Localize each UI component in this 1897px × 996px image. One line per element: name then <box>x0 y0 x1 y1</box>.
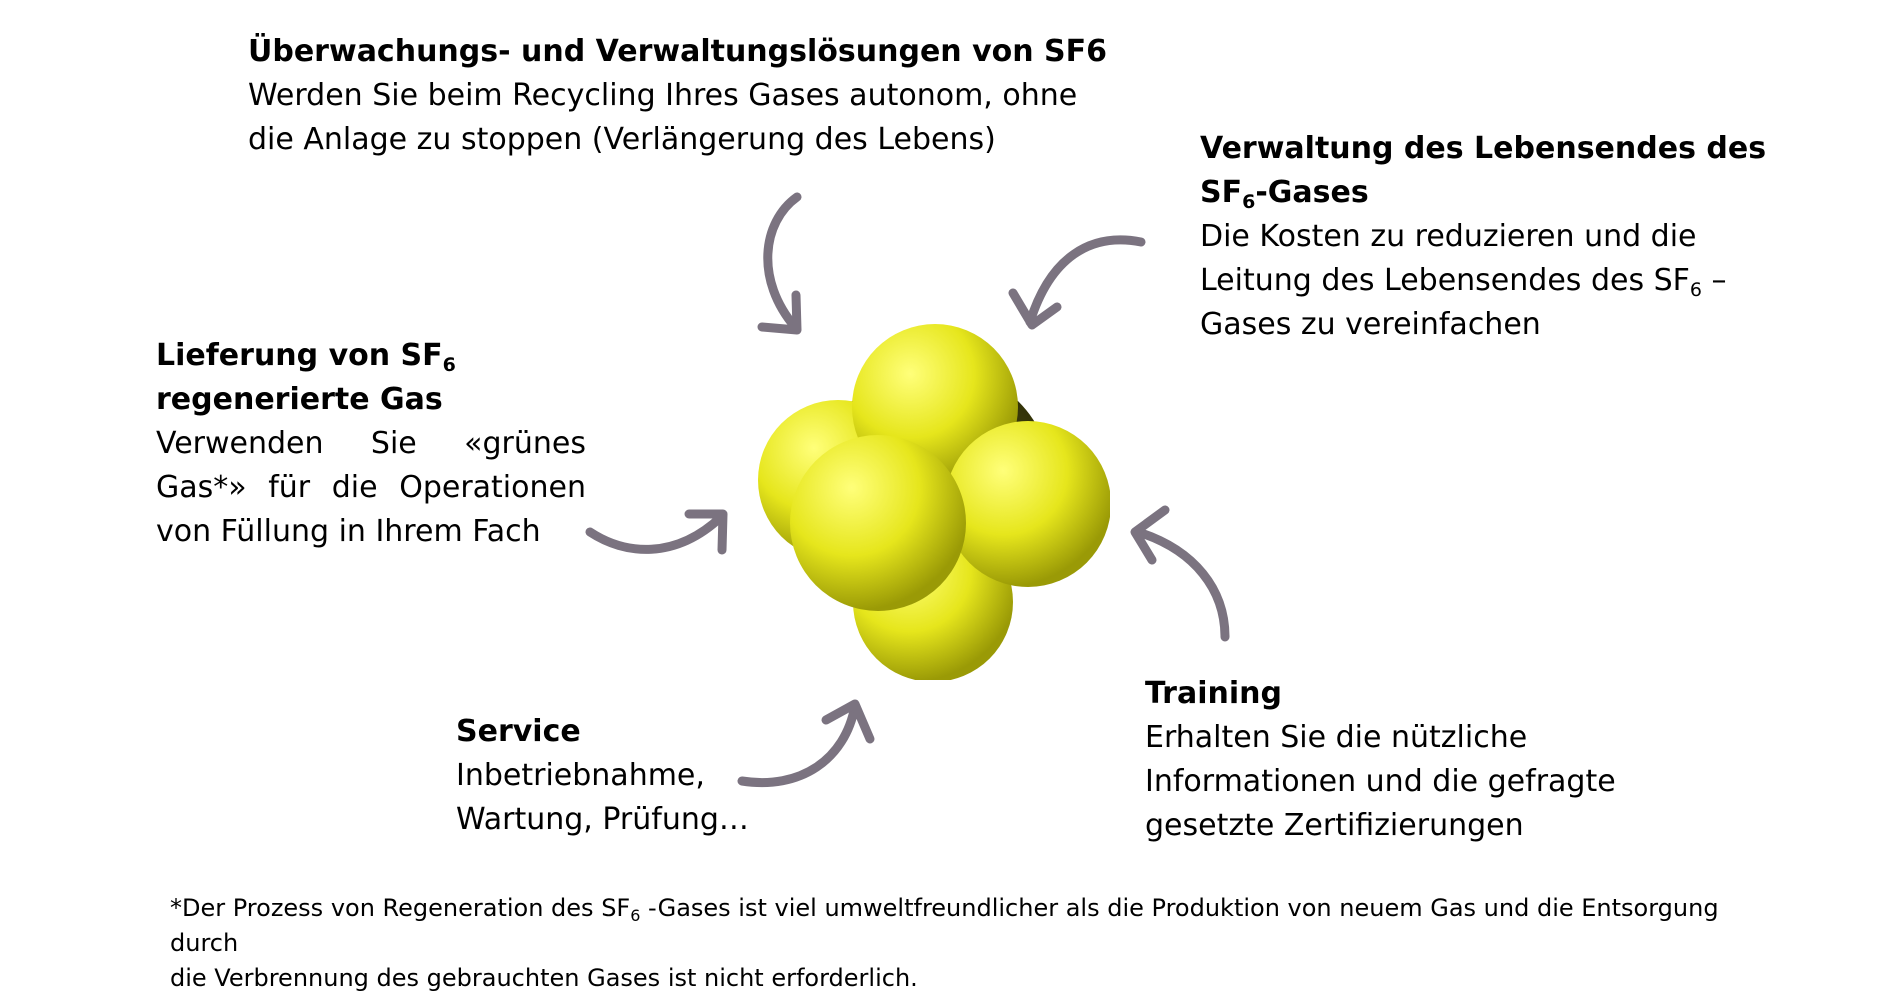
service-text-line2: Wartung, Prüfung… <box>456 802 749 837</box>
end-of-life-block: Verwaltung des Lebensendes des SF6-Gases… <box>1200 127 1820 347</box>
delivery-title-line2: regenerierte Gas <box>156 382 443 417</box>
end-of-life-text-line2: Leitung des Lebensendes des SF6 – <box>1200 259 1820 303</box>
monitoring-block: Überwachungs- und Verwaltungslösungen vo… <box>248 30 1148 162</box>
training-block: Training Erhalten Sie die nützliche Info… <box>1145 672 1665 848</box>
service-title: Service <box>456 714 581 749</box>
delivery-title-sub: 6 <box>442 354 456 376</box>
end-of-life-text-line3: Gases zu vereinfachen <box>1200 307 1541 342</box>
delivery-text-line1: Verwenden Sie «grünes <box>156 426 586 461</box>
end-of-life-title-line1: Verwaltung des Lebensendes des <box>1200 131 1767 166</box>
footnote-line2: die Verbrennung des gebrauchten Gases is… <box>170 964 918 992</box>
end-of-life-title-sub: 6 <box>1242 191 1256 213</box>
end-of-life-title-line2: SF6-Gases <box>1200 171 1820 215</box>
delivery-text-line3: von Füllung in Ihrem Fach <box>156 514 541 549</box>
end-of-life-text-line2-suffix: – <box>1702 263 1727 298</box>
service-block: Service Inbetriebnahme, Wartung, Prüfung… <box>456 710 776 842</box>
footnote-sub: 6 <box>630 906 641 925</box>
arrow-delivery <box>585 509 728 555</box>
training-text-line1: Erhalten Sie die nützliche <box>1145 720 1528 755</box>
footnote: *Der Prozess von Regeneration des SF6 -G… <box>170 891 1750 996</box>
end-of-life-text-line2-prefix: Leitung des Lebensendes des SF <box>1200 263 1690 298</box>
sf6-molecule-icon <box>758 324 1110 680</box>
arrow-service <box>737 699 875 787</box>
delivery-title-line1: Lieferung von SF6 <box>156 334 586 378</box>
end-of-life-text-line2-sub: 6 <box>1689 279 1702 301</box>
delivery-block: Lieferung von SF6 regenerierte Gas Verwe… <box>156 334 586 554</box>
delivery-text-line2: Gas*» für die Operationen <box>156 470 586 505</box>
end-of-life-text-line1: Die Kosten zu reduzieren und die <box>1200 219 1697 254</box>
training-title: Training <box>1145 676 1282 711</box>
footnote-suffix: -Gases ist viel umweltfreundlicher als d… <box>170 894 1719 957</box>
arrow-end-of-life <box>1008 235 1146 330</box>
footnote-prefix: *Der Prozess von Regeneration des SF <box>170 894 631 922</box>
monitoring-title: Überwachungs- und Verwaltungslösungen vo… <box>248 34 1108 69</box>
service-text-line1: Inbetriebnahme, <box>456 758 705 793</box>
monitoring-text-line1: Werden Sie beim Recycling Ihres Gases au… <box>248 78 1078 113</box>
end-of-life-title-prefix: SF <box>1200 175 1243 210</box>
footnote-line1: *Der Prozess von Regeneration des SF6 -G… <box>170 891 1750 961</box>
delivery-title-prefix: Lieferung von SF <box>156 338 443 373</box>
arrow-monitoring <box>757 192 802 335</box>
arrow-training <box>1130 505 1230 642</box>
monitoring-text-line2: die Anlage zu stoppen (Verlängerung des … <box>248 122 996 157</box>
training-text-line3: gesetzte Zertifizierungen <box>1145 808 1524 843</box>
training-text-line2: Informationen und die gefragte <box>1145 764 1616 799</box>
end-of-life-title-suffix: -Gases <box>1255 175 1369 210</box>
